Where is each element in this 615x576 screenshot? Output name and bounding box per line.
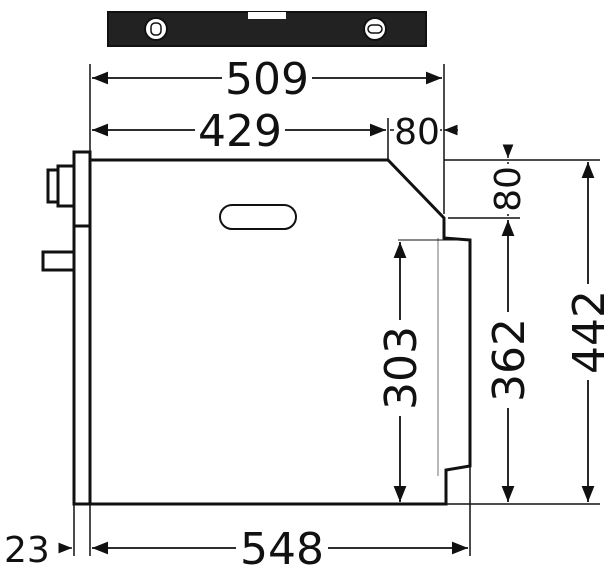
dim-total-depth: 509: [92, 54, 442, 105]
svg-text:303: 303: [376, 326, 427, 410]
svg-text:80: 80: [488, 166, 529, 212]
dim-total-height: 442: [564, 162, 615, 502]
svg-text:362: 362: [484, 318, 535, 402]
dim-body-depth: 429: [92, 106, 386, 157]
svg-text:23: 23: [4, 530, 50, 571]
dim-inner-height: 303: [376, 242, 427, 502]
svg-text:80: 80: [394, 112, 440, 153]
spirit-level-icon: HIME: [107, 11, 427, 47]
dim-bottom-depth: 548: [92, 524, 468, 575]
dim-front-height: 362: [484, 220, 535, 502]
svg-text:442: 442: [564, 290, 615, 374]
dim-top-step: 80: [390, 112, 458, 153]
svg-text:509: 509: [225, 54, 309, 105]
dim-slope-drop: 80: [488, 144, 529, 216]
handle-slot: [219, 204, 297, 230]
svg-text:429: 429: [198, 106, 282, 157]
dim-front-panel: 23: [4, 530, 72, 571]
svg-text:548: 548: [240, 524, 324, 575]
oven-profile: [41, 150, 472, 506]
level-logo: HIME: [254, 12, 280, 22]
